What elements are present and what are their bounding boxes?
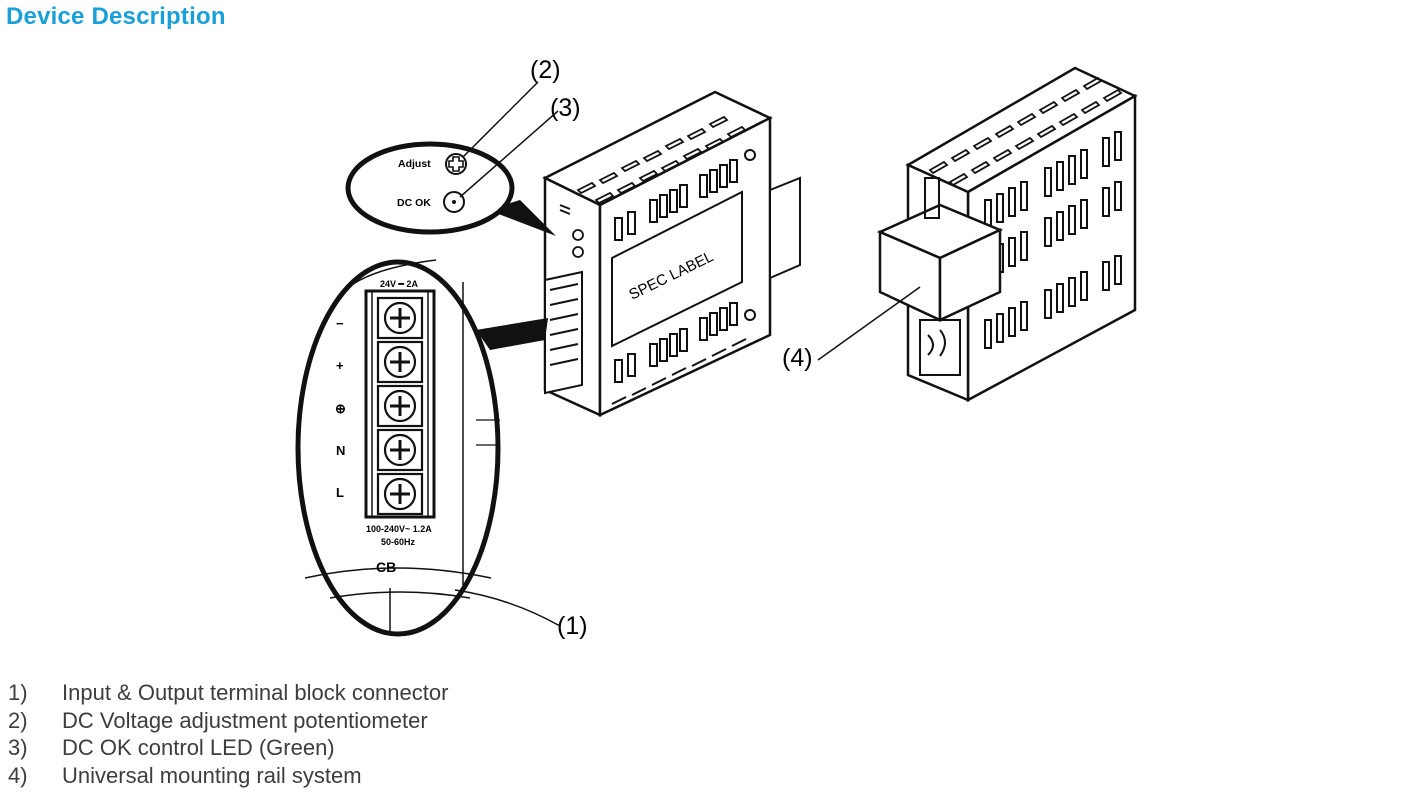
rear-device [876, 66, 1138, 403]
terminal-label-plus: + [336, 358, 344, 373]
list-item-text: DC Voltage adjustment potentiometer [62, 707, 428, 733]
certification-logo: CB [376, 559, 396, 575]
callout-1: (1) [557, 612, 588, 640]
list-item-number: 2) [8, 707, 28, 733]
mounting-rail [876, 203, 1004, 322]
frequency: 50-60Hz [381, 537, 416, 547]
page-title: Device Description [6, 3, 226, 30]
list-item-number: 4) [8, 762, 28, 788]
terminal-label-ground: ⊕ [335, 401, 346, 416]
list-item-number: 1) [8, 680, 28, 705]
device-illustration: SPEC LABEL [295, 56, 1138, 640]
callout-2: (2) [530, 56, 561, 84]
terminal-label-l: L [336, 485, 344, 500]
callout-3: (3) [550, 94, 581, 122]
front-device: SPEC LABEL [542, 90, 801, 417]
adjust-label: Adjust [398, 158, 431, 170]
terminal-label-minus: − [336, 316, 344, 331]
dcok-label: DC OK [397, 197, 431, 209]
input-rating: 100-240V~ 1.2A [366, 524, 432, 534]
output-rating: 24V ━ 2A [380, 279, 418, 289]
callout-4: (4) [782, 344, 813, 372]
list-item-text: DC OK control LED (Green) [62, 735, 335, 761]
list-item-number: 3) [8, 735, 28, 761]
terminal-label-n: N [336, 443, 345, 458]
inset-terminal-block: 24V ━ 2A − + ⊕ N L 100-240V~ 1.2A 50-60H… [295, 259, 548, 637]
list-item-text: Universal mounting rail system [62, 762, 362, 788]
list-item-text: Input & Output terminal block connector [62, 680, 449, 705]
inset-adjust-dcok: Adjust DC OK [345, 141, 556, 236]
